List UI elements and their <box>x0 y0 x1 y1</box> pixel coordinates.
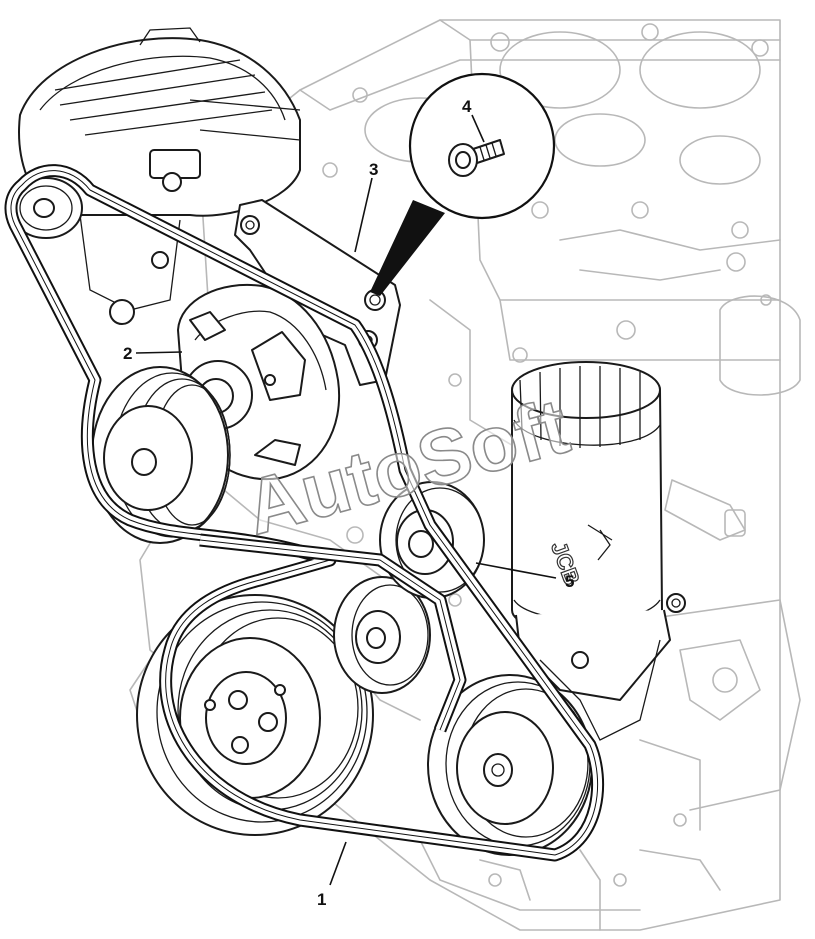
crankshaft-pulley <box>136 594 374 836</box>
callout-labels: 1 2 3 4 5 <box>123 97 574 909</box>
filter-housing: JCB <box>511 361 686 741</box>
idler-pulley-middle <box>333 576 431 694</box>
water-pump-pulley <box>91 366 231 544</box>
callout-1: 1 <box>317 890 326 909</box>
callout-2: 2 <box>123 344 132 363</box>
callout-4: 4 <box>462 97 472 116</box>
bolt-detail-magnifier <box>370 72 556 296</box>
belt-tensioner <box>177 283 341 481</box>
bolt-icon <box>448 139 505 177</box>
idler-pulley-lower <box>427 674 593 856</box>
callout-5: 5 <box>565 572 574 591</box>
callout-leaders <box>135 114 557 886</box>
callout-3: 3 <box>369 160 378 179</box>
drive-belt <box>4 164 605 862</box>
alternator-pulley <box>9 177 83 239</box>
